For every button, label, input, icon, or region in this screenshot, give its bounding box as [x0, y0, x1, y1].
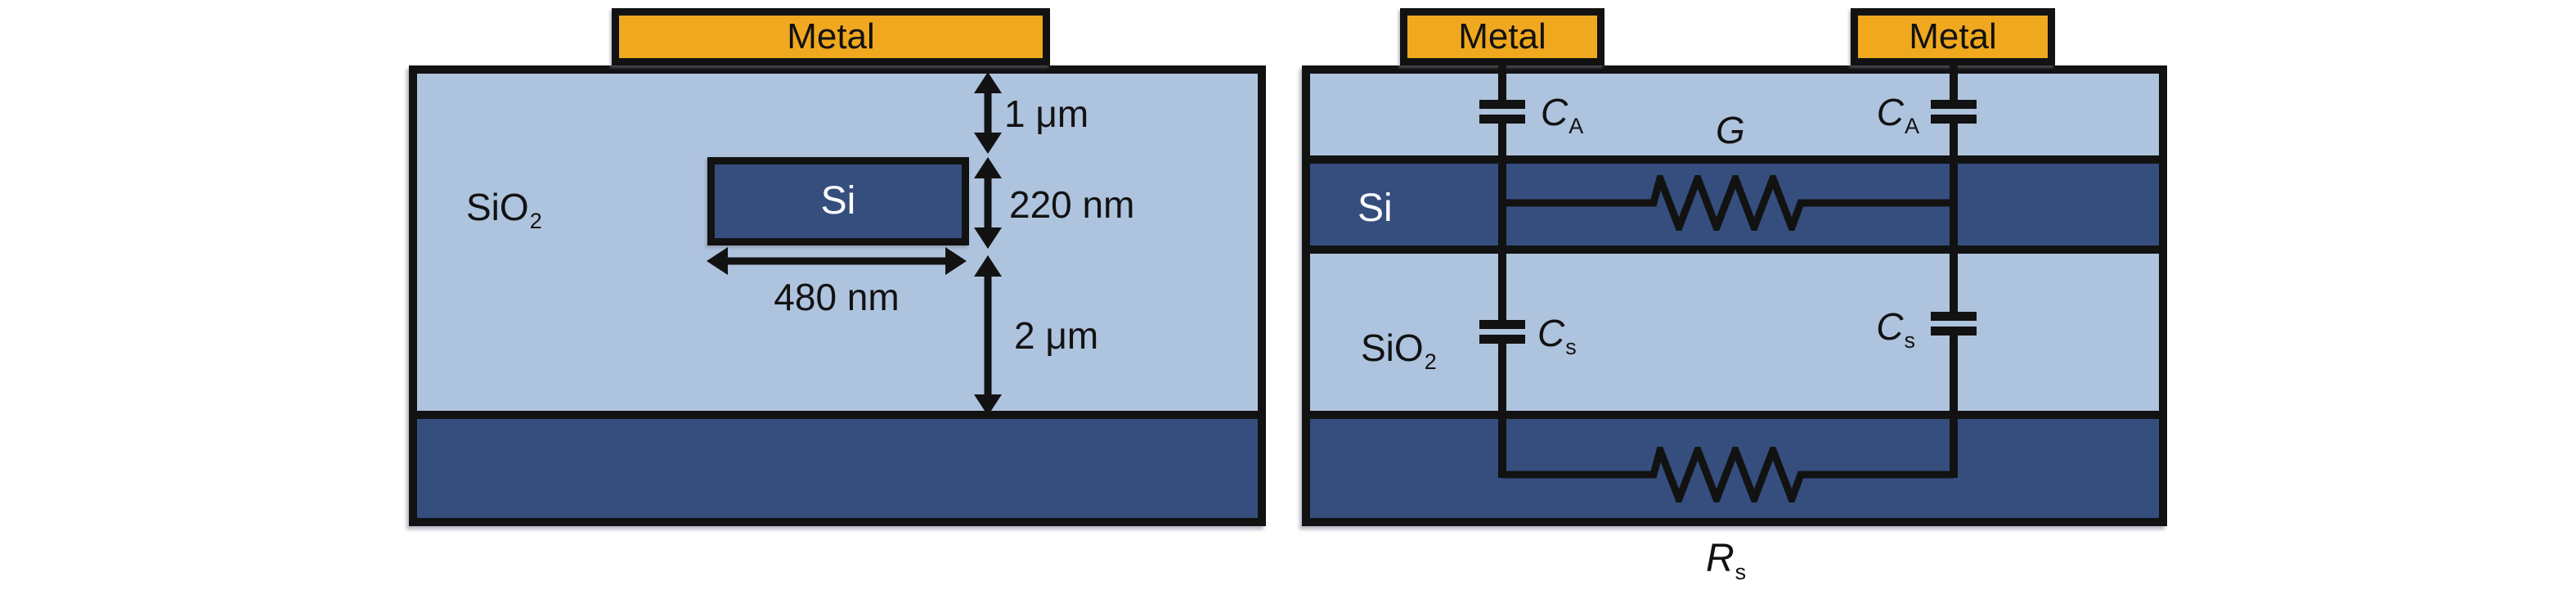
dim-label-top-oxide: 1 μm: [1004, 92, 1089, 135]
dim-arrow-buried-oxide: [973, 255, 1003, 416]
right-circuit-box: [1302, 65, 2167, 526]
dim-arrow-top-oxide: [973, 72, 1003, 154]
dim-label-core-thickness: 220 nm: [1009, 183, 1135, 226]
circuit-wire-right: [1950, 65, 1958, 478]
dim-arrow-core-width: [707, 246, 967, 276]
left-cross-section-box: [409, 65, 1266, 526]
circuit-wire-left: [1498, 65, 1506, 478]
left-sio2-label: SiO2: [466, 186, 542, 233]
substrate-resistance-label: Rs: [1706, 537, 1747, 584]
cap-cs-right-label: Cs: [1876, 305, 1915, 353]
si-core-label: Si: [820, 179, 856, 223]
dim-label-buried-oxide: 2 μm: [1014, 314, 1099, 357]
capacitor-cs-right-symbol: [1931, 312, 1977, 336]
right-sio2-label: SiO2: [1361, 327, 1437, 374]
right-metal-left-label: Metal: [1458, 16, 1546, 56]
right-metal-contact-right: Metal: [1851, 8, 2055, 65]
cap-ca-right-label: CA: [1876, 91, 1919, 138]
capacitor-ca-left-symbol: [1479, 100, 1525, 124]
si-waveguide-core: Si: [707, 157, 969, 245]
dim-arrow-core-thickness: [973, 157, 1003, 249]
left-substrate-layer: [417, 411, 1258, 518]
capacitor-cs-left-symbol: [1479, 320, 1525, 344]
right-metal-right-label: Metal: [1909, 16, 1997, 56]
right-si-label: Si: [1358, 187, 1393, 230]
left-metal-label: Metal: [787, 16, 875, 56]
left-metal-contact: Metal: [612, 8, 1050, 65]
dim-label-core-width: 480 nm: [774, 276, 900, 318]
right-si-layer: [1310, 155, 2159, 254]
conductance-label: G: [1716, 109, 1745, 151]
right-metal-contact-left: Metal: [1400, 8, 1604, 65]
capacitor-ca-right-symbol: [1931, 100, 1977, 124]
conductance-resistor-symbol: [1502, 175, 1954, 231]
cap-cs-left-label: Cs: [1537, 312, 1577, 359]
cap-ca-left-label: CA: [1541, 91, 1584, 138]
substrate-resistor-symbol: [1502, 447, 1954, 502]
right-substrate-layer: [1310, 411, 2159, 518]
